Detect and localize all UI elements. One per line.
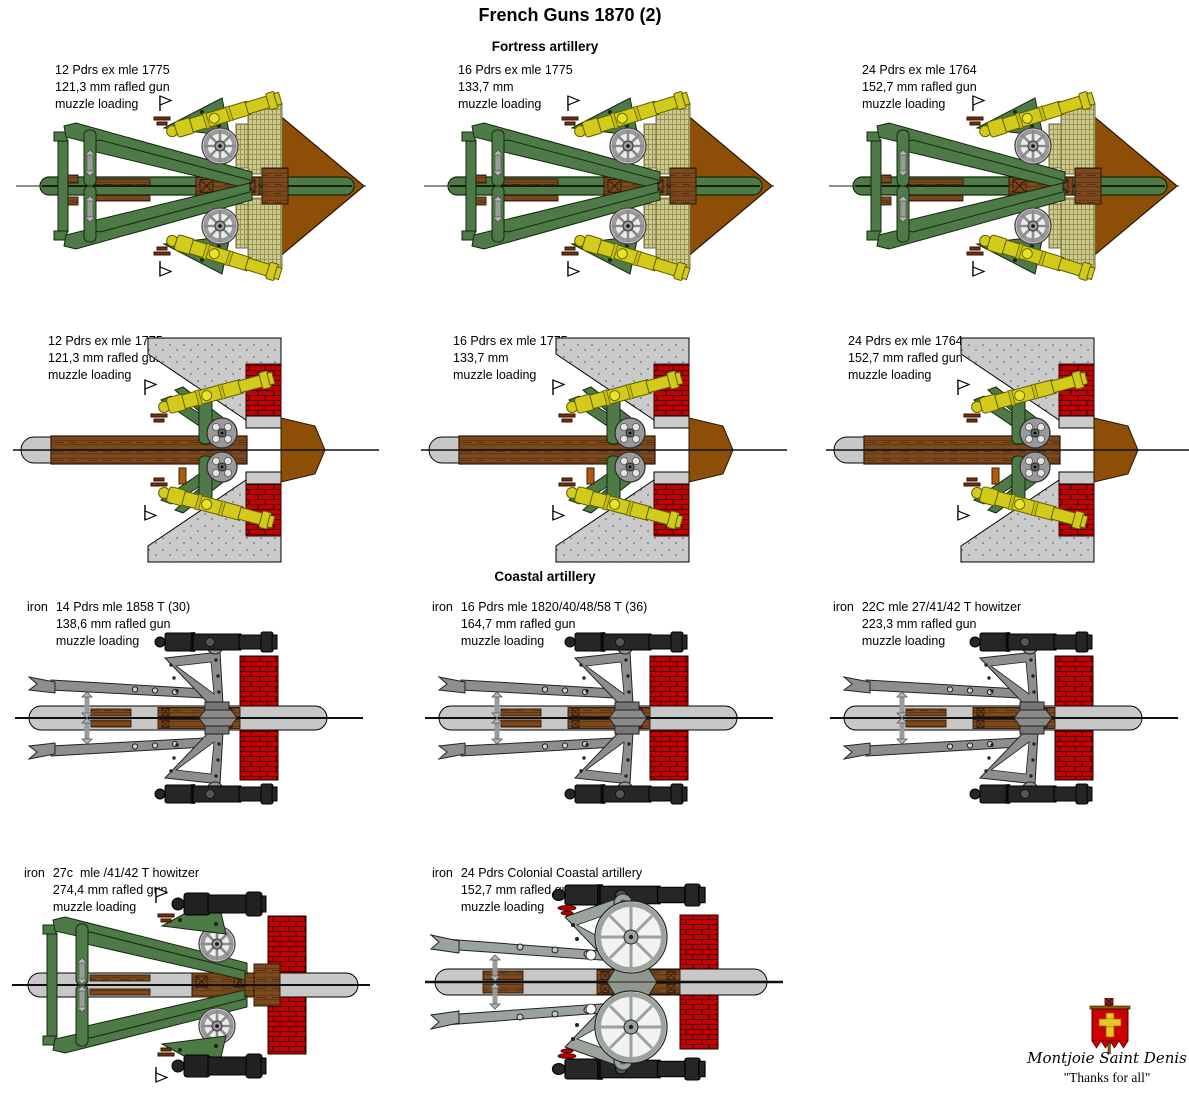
gun-label: iron 22C mle 27/41/42 T howitzer 223,3 m… — [833, 599, 1021, 650]
gun-illustration-casemate-16pdr — [421, 330, 791, 570]
gun-caliber: 223,3 mm rafled gun — [861, 617, 977, 631]
gun-illustration-fortress-16pdr — [422, 90, 778, 290]
gun-name: 24 Pdrs ex mle 1764 — [862, 63, 977, 77]
gun-label: iron 14 Pdrs mle 1858 T (30) 138,6 mm ra… — [27, 599, 190, 650]
gun-label: 24 Pdrs ex mle 1764 152,7 mm rafled gun … — [862, 62, 977, 113]
gun-name: 14 Pdrs mle 1858 T (30) — [55, 600, 191, 614]
gun-label: 24 Pdrs ex mle 1764 152,7 mm rafled gun … — [848, 333, 963, 384]
gun-material-prefix: iron — [432, 866, 453, 880]
gun-caliber: 133,7 mm — [453, 351, 509, 365]
gun-caliber: 138,6 mm rafled gun — [55, 617, 171, 631]
gun-label: iron 16 Pdrs mle 1820/40/48/58 T (36) 16… — [432, 599, 647, 650]
gun-name: 22C mle 27/41/42 T howitzer — [861, 600, 1022, 614]
footer-thanks: "Thanks for all" — [1063, 1070, 1151, 1085]
gun-label: 12 Pdrs ex mle 1775 121,3 mm rafled gun … — [55, 62, 170, 113]
gun-illustration-coastal-14pdr — [15, 616, 365, 821]
gun-name: 24 Pdrs ex mle 1764 — [848, 334, 963, 348]
gun-caliber: 152,7 mm rafled gun — [460, 883, 576, 897]
gun-name: 16 Pdrs ex mle 1775 — [453, 334, 568, 348]
gun-label: iron 24 Pdrs Colonial Coastal artillery … — [432, 865, 642, 916]
gun-label: 12 Pdrs ex mle 1775 121,3 mm rafled gun … — [48, 333, 163, 384]
page-title: French Guns 1870 (2) — [478, 5, 662, 25]
footer-motto: Montjoie Saint Denis — [1027, 1049, 1187, 1067]
gun-illustration-casemate-24pdr — [826, 330, 1189, 570]
gun-name: 12 Pdrs ex mle 1775 — [48, 334, 163, 348]
gun-caliber: 274,4 mm rafled gun — [52, 883, 168, 897]
gun-name: 16 Pdrs ex mle 1775 — [458, 63, 573, 77]
gun-caliber: 133,7 mm — [458, 80, 514, 94]
gun-illustration-coastal-22c — [830, 616, 1180, 821]
gun-label: 16 Pdrs ex mle 1775 133,7 mm muzzle load… — [453, 333, 568, 384]
gun-label: iron 27c mle /41/42 T howitzer 274,4 mm … — [24, 865, 199, 916]
gun-loading: muzzle loading — [848, 368, 932, 382]
gun-illustration-casemate-12pdr — [13, 330, 383, 570]
gun-loading: muzzle loading — [48, 368, 132, 382]
gun-material-prefix: iron — [432, 600, 453, 614]
gun-name: 27c mle /41/42 T howitzer — [52, 866, 199, 880]
gun-loading: muzzle loading — [453, 368, 537, 382]
gun-loading: muzzle loading — [52, 900, 137, 914]
gun-loading: muzzle loading — [862, 97, 946, 111]
gun-caliber: 164,7 mm rafled gun — [460, 617, 576, 631]
gun-loading: muzzle loading — [458, 97, 542, 111]
gun-illustration-fortress-24pdr — [827, 90, 1183, 290]
gun-name: 16 Pdrs mle 1820/40/48/58 T (36) — [460, 600, 648, 614]
gun-illustration-colonial-24pdr — [425, 869, 785, 1095]
gun-material-prefix: iron — [27, 600, 48, 614]
gun-illustration-coastal-16pdr — [425, 616, 775, 821]
gun-illustration-howitzer-27c — [12, 876, 372, 1094]
gun-name: 24 Pdrs Colonial Coastal artillery — [460, 866, 643, 880]
gun-loading: muzzle loading — [460, 900, 545, 914]
section-title-coastal: Coastal artillery — [494, 569, 596, 584]
gun-caliber: 121,3 mm rafled gun — [48, 351, 163, 365]
gun-loading: muzzle loading — [55, 97, 139, 111]
gun-caliber: 152,7 mm rafled gun — [862, 80, 977, 94]
gun-caliber: 152,7 mm rafled gun — [848, 351, 963, 365]
gun-loading: muzzle loading — [460, 634, 545, 648]
gun-name: 12 Pdrs ex mle 1775 — [55, 63, 170, 77]
gun-caliber: 121,3 mm rafled gun — [55, 80, 170, 94]
oriflamme-flag — [1089, 998, 1131, 1054]
section-title-fortress: Fortress artillery — [491, 39, 599, 54]
gun-material-prefix: iron — [833, 600, 854, 614]
gun-material-prefix: iron — [24, 866, 45, 880]
gun-loading: muzzle loading — [861, 634, 946, 648]
gun-loading: muzzle loading — [55, 634, 140, 648]
gun-illustration-fortress-12pdr — [14, 90, 370, 290]
gun-label: 16 Pdrs ex mle 1775 133,7 mm muzzle load… — [458, 62, 573, 113]
